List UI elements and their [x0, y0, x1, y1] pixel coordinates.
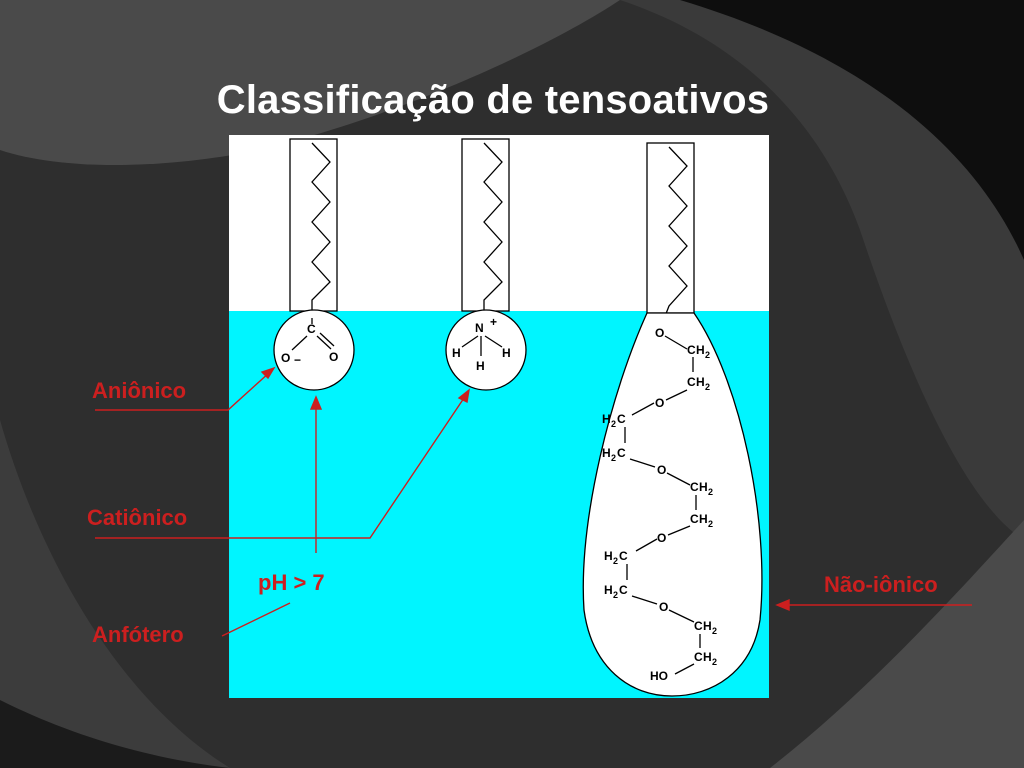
subscript-2: 2: [611, 419, 616, 429]
subscript-2: 2: [712, 657, 717, 667]
hydrogen-atom: H: [703, 650, 712, 664]
hydroxyl-group: HO: [650, 669, 668, 683]
anionic-tail-box: [289, 138, 338, 312]
hydrogen-atom: H: [703, 619, 712, 633]
oxygen-atom: O: [655, 326, 664, 340]
hydrogen-atom: H: [602, 446, 611, 460]
cationic-h-atom-3: H: [502, 346, 511, 360]
oxygen-atom: O: [655, 396, 664, 410]
hydrogen-atom: H: [602, 412, 611, 426]
label-amphoteric: Anfótero: [92, 622, 184, 647]
bond: [667, 525, 691, 536]
subscript-2: 2: [708, 519, 713, 529]
label-ph: pH > 7: [258, 570, 325, 595]
subscript-2: 2: [708, 487, 713, 497]
carbon-atom: C: [619, 583, 628, 597]
nonionic-tail-chain: [661, 146, 688, 325]
hydrogen-atom: H: [604, 583, 613, 597]
anionic-head: [273, 309, 355, 391]
anionic-c-atom: C: [307, 322, 316, 336]
bond: [664, 335, 688, 350]
cationic-h-atom-2: H: [476, 359, 485, 373]
hydrogen-atom: H: [696, 375, 705, 389]
carbon-atom: C: [690, 480, 699, 494]
bond: [666, 472, 691, 486]
carbon-atom: C: [687, 343, 696, 357]
hydrogen-atom: H: [696, 343, 705, 357]
hydrogen-atom: H: [699, 480, 708, 494]
anionic-o-atom-2: O: [329, 350, 338, 364]
cationic-charge: +: [490, 315, 497, 329]
label-anionic: Aniônico: [92, 378, 187, 403]
anionic-molecule: C O − O: [273, 138, 355, 391]
amphoteric-pointer: [221, 602, 291, 637]
label-nonionic: Não-iônico: [824, 572, 938, 597]
bond: [631, 595, 658, 605]
bond: [674, 663, 695, 675]
subscript-2: 2: [705, 382, 710, 392]
bond: [665, 389, 688, 401]
subscript-2: 2: [712, 626, 717, 636]
cationic-h-atom-1: H: [452, 346, 461, 360]
hydrogen-atom: H: [604, 549, 613, 563]
bond: [631, 402, 655, 416]
cationic-tail-box: [461, 138, 510, 312]
subscript-2: 2: [613, 556, 618, 566]
cationic-pointer: [95, 394, 467, 539]
anionic-tail-chain: [311, 142, 331, 318]
bond: [629, 458, 656, 468]
cationic-head: [445, 309, 527, 391]
slide-title: Classificação de tensoativos: [216, 78, 770, 122]
carbon-atom: C: [690, 512, 699, 526]
oxygen-atom: O: [657, 463, 666, 477]
cationic-tail-chain: [483, 142, 503, 318]
oxygen-atom: O: [659, 600, 668, 614]
hydrogen-atom: H: [699, 512, 708, 526]
label-cationic: Catiônico: [87, 505, 188, 530]
anionic-pointer: [95, 371, 271, 411]
nonionic-head: [582, 312, 763, 697]
carbon-atom: C: [694, 619, 703, 633]
carbon-atom: C: [617, 412, 626, 426]
bond: [668, 609, 695, 623]
cationic-molecule: N + H H H: [445, 138, 527, 391]
carbon-atom: C: [687, 375, 696, 389]
carbon-atom: C: [617, 446, 626, 460]
anionic-charge: −: [294, 353, 301, 367]
bond: [635, 538, 658, 552]
subscript-2: 2: [611, 453, 616, 463]
carbon-atom: C: [694, 650, 703, 664]
subscript-2: 2: [705, 350, 710, 360]
anionic-o-atom-1: O: [281, 351, 290, 365]
carbon-atom: C: [619, 549, 628, 563]
oxygen-atom: O: [657, 531, 666, 545]
subscript-2: 2: [613, 590, 618, 600]
annotation-lines: [95, 366, 972, 637]
cationic-n-atom: N: [475, 321, 484, 335]
